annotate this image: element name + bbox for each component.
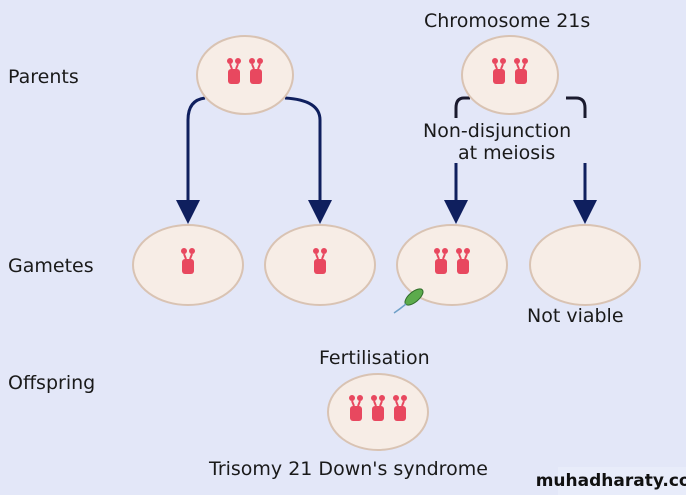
cell-membrane xyxy=(529,224,641,306)
cell-gamete-1 xyxy=(132,224,244,306)
chromosome-21-icon xyxy=(349,395,363,421)
cell-gamete-3 xyxy=(393,224,508,314)
label-non-disjunction: Non-disjunction xyxy=(423,120,572,142)
cell-parent-normal xyxy=(196,35,294,115)
chromosome-21-icon xyxy=(249,58,263,84)
sperm-icon xyxy=(393,288,424,314)
label-offspring: Offspring xyxy=(8,372,96,394)
watermark: muhadharaty.com xyxy=(536,467,686,495)
label-fertilisation: Fertilisation xyxy=(319,347,430,369)
label-gametes: Gametes xyxy=(8,255,94,277)
arrow-parent-to-gamete-2 xyxy=(284,96,332,224)
chromosome-21-icon xyxy=(434,248,448,274)
chromosome-21-icon xyxy=(492,58,506,84)
chromosome-21-icon xyxy=(456,248,470,274)
cell-membrane xyxy=(396,224,508,306)
bracket-left xyxy=(454,96,470,118)
label-chromosome-21s: Chromosome 21s xyxy=(424,10,591,32)
cell-parent-nondisjunction xyxy=(461,35,559,115)
cell-gamete-4 xyxy=(529,224,641,306)
cell-offspring xyxy=(327,373,429,451)
label-parents: Parents xyxy=(8,66,79,88)
chromosome-21-icon xyxy=(371,395,385,421)
arrow-parent-to-gamete-1 xyxy=(176,96,206,224)
label-trisomy-21: Trisomy 21 Down's syndrome xyxy=(209,458,488,480)
bracket-right xyxy=(566,96,587,118)
chromosome-21-icon xyxy=(181,248,195,274)
label-not-viable: Not viable xyxy=(527,305,624,327)
chromosome-21-icon xyxy=(313,248,327,274)
chromosome-21-icon xyxy=(514,58,528,84)
cell-membrane xyxy=(196,35,294,115)
chromosome-21-icon xyxy=(227,58,241,84)
label-at-meiosis: at meiosis xyxy=(458,142,556,164)
chromosome-21-icon xyxy=(393,395,407,421)
cell-gamete-2 xyxy=(264,224,376,306)
cell-membrane xyxy=(461,35,559,115)
